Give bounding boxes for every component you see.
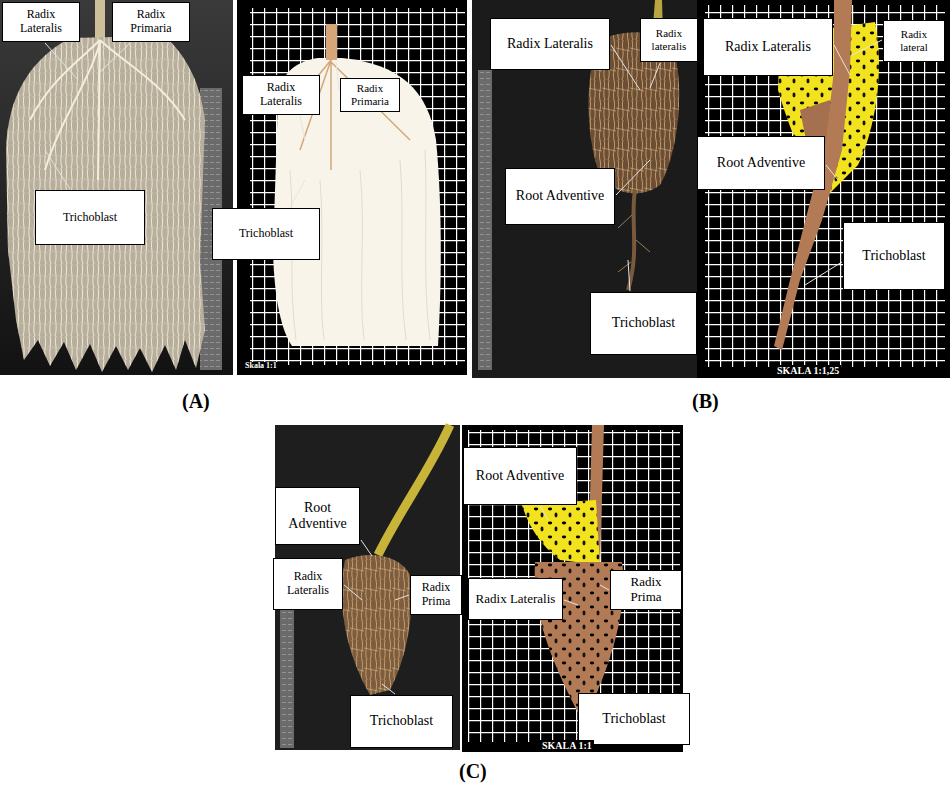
callout-box: Radix lateral — [883, 20, 945, 62]
callout-text: Radix Lateralis — [725, 39, 811, 55]
root-hairs — [6, 36, 205, 372]
root-mass — [6, 36, 205, 372]
photo-a — [0, 0, 233, 375]
callout-box: Root Adventive — [697, 136, 825, 190]
root-hairs — [618, 215, 650, 272]
callout-box: Radix lateralis — [640, 18, 698, 62]
callout-text: Root Adventive — [476, 468, 564, 484]
spots — [522, 500, 600, 565]
tap-root — [628, 190, 635, 290]
callout-box: Root Adventive — [463, 447, 577, 505]
callout-box: Radix Lateralis — [490, 18, 610, 70]
stem — [378, 425, 450, 555]
callout-box: Root Adventive — [275, 487, 360, 545]
lateral-roots — [30, 40, 185, 180]
callout-box: Radix Prima — [410, 575, 462, 615]
callout-box: Radix Lateralis — [703, 18, 833, 76]
callout-text: Trichoblast — [63, 211, 117, 225]
callout-text: Root Adventive — [516, 188, 604, 204]
callout-box: Trichoblast — [578, 693, 690, 745]
photo-ground — [472, 0, 697, 378]
callout-text: Trichoblast — [602, 711, 665, 727]
scale-text: SKALA 1:1 — [540, 740, 594, 751]
callout-text: Radix Primaria — [345, 82, 395, 107]
root-hairs — [342, 555, 411, 695]
photo-b — [472, 0, 697, 378]
scale-text: SKALA 1:1,25 — [775, 365, 841, 376]
callout-box: Radix Primaria — [112, 2, 190, 42]
callout-box: Trichoblast — [35, 190, 145, 245]
callout-text: Radix Prima — [615, 575, 677, 605]
grid — [250, 8, 465, 365]
callout-text: Trichoblast — [612, 315, 675, 331]
callout-box: Root Adventive — [505, 168, 615, 225]
panel-label: (B) — [690, 390, 721, 412]
panel-label: (C) — [457, 760, 489, 782]
panel-label: (A) — [180, 390, 212, 412]
callout-text: Radix Lateralis — [278, 570, 338, 598]
callout-box: Trichoblast — [590, 292, 697, 355]
callout-text: Radix lateral — [888, 28, 940, 53]
callout-text: Radix Lateralis — [7, 8, 75, 36]
callout-text: Trichoblast — [239, 227, 293, 241]
callout-text: Radix Lateralis — [507, 36, 593, 52]
callout-box: Radix Primaria — [340, 78, 400, 112]
stem — [95, 0, 105, 40]
callout-text: Radix Primaria — [117, 8, 185, 36]
callout-box: Radix Lateralis — [242, 75, 320, 115]
callout-box: Radix Lateralis — [2, 2, 80, 42]
callout-box: Radix Lateralis — [273, 558, 343, 610]
callout-text: Radix Lateralis — [476, 592, 556, 607]
callout-text: Radix Prima — [415, 581, 457, 609]
stem — [326, 24, 337, 60]
leader-lines — [45, 40, 882, 694]
callout-box: Radix Prima — [610, 570, 682, 610]
photo-ground — [275, 425, 460, 750]
drawing-b — [697, 0, 950, 378]
callout-text: Trichoblast — [370, 713, 433, 729]
callout-text: Root Adventive — [717, 155, 805, 171]
drawing-a — [237, 0, 467, 375]
drawing-ground — [697, 0, 950, 378]
callout-text: Radix Lateralis — [247, 81, 315, 109]
callout-box: Radix Lateralis — [468, 578, 563, 620]
photo-c — [275, 425, 460, 750]
callout-text: Radix lateralis — [645, 27, 693, 52]
callout-text: Root Adventive — [280, 500, 355, 532]
root-mass — [342, 555, 411, 695]
adventive-root-mass — [522, 500, 600, 565]
callout-box: Trichoblast — [843, 222, 945, 290]
callout-box: Trichoblast — [350, 695, 453, 748]
drawing-ground — [237, 0, 467, 375]
callout-text: Trichoblast — [862, 248, 925, 264]
ruler — [478, 70, 492, 370]
callout-box: Trichoblast — [212, 208, 320, 260]
scale-text: Skala 1:1 — [243, 362, 279, 371]
photo-ground — [0, 0, 233, 375]
